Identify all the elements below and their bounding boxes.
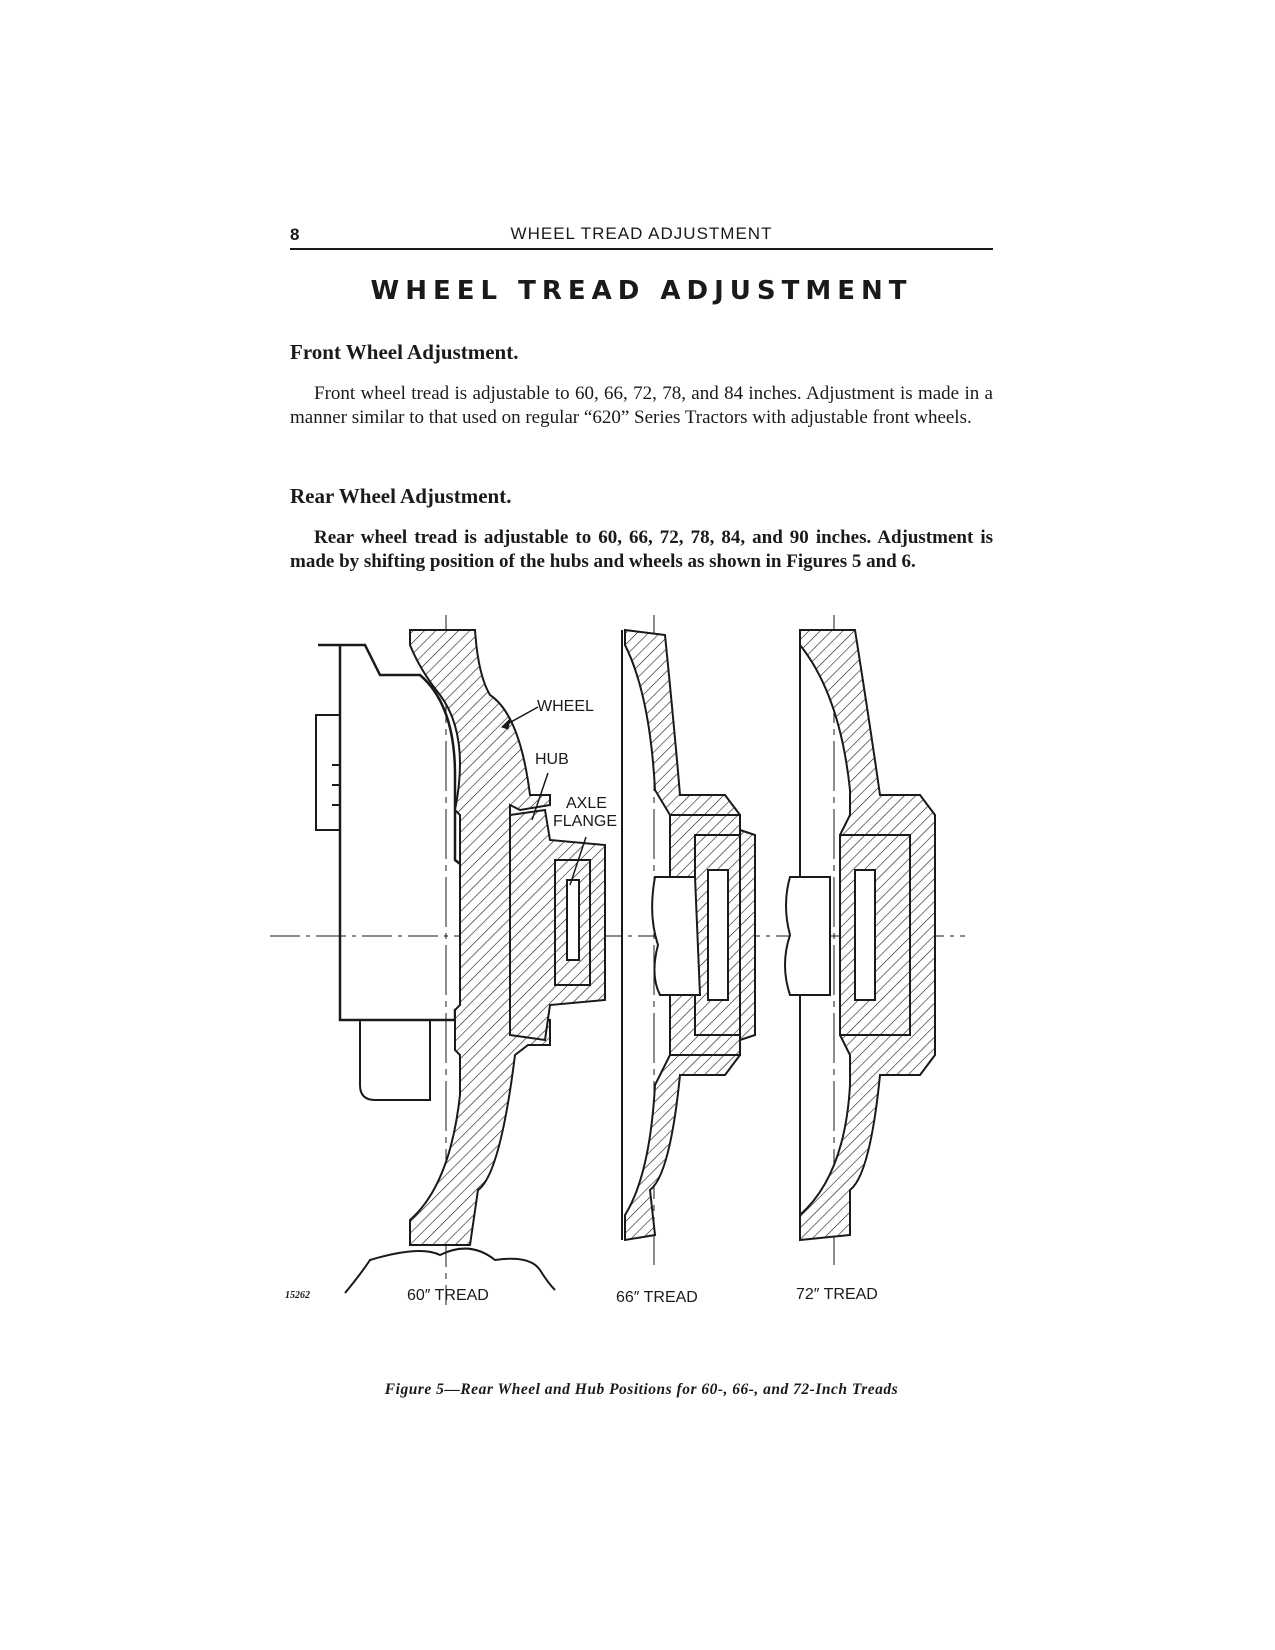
hub-label: HUB — [535, 751, 569, 768]
rear-wheel-paragraph: Rear wheel tread is adjustable to 60, 66… — [290, 527, 993, 572]
front-wheel-heading: Front Wheel Adjustment. — [290, 340, 519, 364]
page-number: 8 — [290, 225, 300, 244]
tread-72-label: 72″ TREAD — [796, 1286, 878, 1303]
tread-60-assembly — [315, 615, 606, 1305]
page-title: WHEEL TREAD ADJUSTMENT — [370, 276, 913, 306]
tread-72-assembly — [784, 615, 936, 1265]
figure-caption: Figure 5—Rear Wheel and Hub Positions fo… — [384, 1381, 899, 1398]
flange-label: FLANGE — [553, 813, 617, 830]
axle-flange-leader — [569, 836, 587, 886]
tread-66-label: 66″ TREAD — [616, 1289, 698, 1306]
tread-60-label: 60″ TREAD — [407, 1287, 489, 1304]
axle-label: AXLE — [566, 795, 607, 812]
tread-66-assembly — [621, 615, 756, 1265]
running-head: 8 WHEEL TREAD ADJUSTMENT — [290, 222, 993, 250]
rear-wheel-heading: Rear Wheel Adjustment. — [290, 484, 512, 508]
running-title: WHEEL TREAD ADJUSTMENT — [510, 224, 773, 243]
wheel-hub-diagram: WHEEL HUB AXLE FLANGE 15262 60″ TREAD 66… — [270, 615, 965, 1306]
wheel-label: WHEEL — [537, 698, 594, 715]
hub-leader — [531, 772, 549, 821]
front-wheel-paragraph: Front wheel tread is adjustable to 60, 6… — [290, 383, 993, 428]
figure-number: 15262 — [285, 1290, 310, 1301]
